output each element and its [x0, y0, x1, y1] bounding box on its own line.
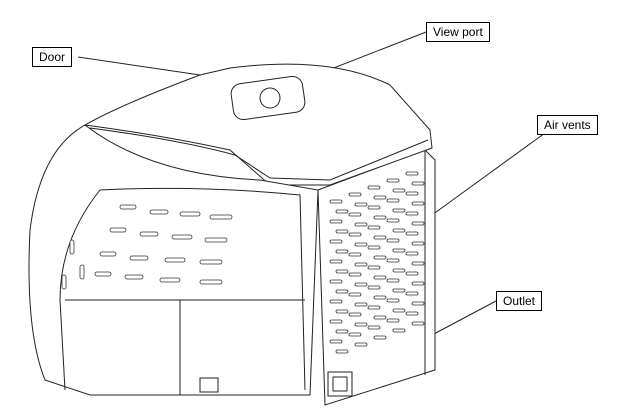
- vent-slot: [411, 261, 425, 266]
- vent-slot: [329, 339, 343, 344]
- vent-slot: [411, 321, 425, 326]
- air-vents-callout-label: Air vents: [537, 115, 598, 135]
- vent-slot: [367, 225, 381, 230]
- vent-slot: [386, 278, 400, 283]
- vent-slot: [411, 241, 425, 246]
- vent-slot: [386, 238, 400, 243]
- vent-slot: [405, 231, 419, 236]
- vent-slot: [367, 285, 381, 290]
- vent-slot: [373, 295, 387, 300]
- vent-slot: [392, 288, 406, 293]
- vent-slot: [348, 332, 362, 337]
- vent-slot: [335, 269, 349, 274]
- side-air-vent-grid: [329, 171, 425, 354]
- vent-slot: [354, 222, 368, 227]
- vent-slot: [392, 268, 406, 273]
- vent-slot: [335, 309, 349, 314]
- vent-slot: [392, 228, 406, 233]
- vent-slot: [392, 248, 406, 253]
- vent-slot: [354, 282, 368, 287]
- vent-slot: [373, 315, 387, 320]
- vent-slot: [354, 202, 368, 207]
- vent-slot: [405, 291, 419, 296]
- vent-slot: [348, 252, 362, 257]
- vent-slot: [348, 212, 362, 217]
- vent-slot: [386, 258, 400, 263]
- vent-slot: [329, 319, 343, 324]
- vent-slot: [373, 275, 387, 280]
- vent-slot: [392, 308, 406, 313]
- vent-slot: [386, 218, 400, 223]
- vent-slot: [329, 279, 343, 284]
- air-vents-leader-line: [431, 132, 546, 216]
- vent-slot: [386, 178, 400, 183]
- vent-slot: [348, 292, 362, 297]
- vent-slot: [411, 181, 425, 186]
- vent-slot: [367, 185, 381, 190]
- vent-slot: [373, 235, 387, 240]
- vent-slot: [348, 272, 362, 277]
- vent-slot: [354, 242, 368, 247]
- vent-slot: [335, 229, 349, 234]
- vent-slot: [329, 239, 343, 244]
- vent-slot: [335, 249, 349, 254]
- vent-slot: [354, 262, 368, 267]
- vent-slot: [354, 302, 368, 307]
- vent-slot: [405, 191, 419, 196]
- vent-slot: [392, 328, 406, 333]
- vent-slot: [354, 322, 368, 327]
- power-outlet-socket: [327, 371, 353, 397]
- vent-slot: [386, 318, 400, 323]
- vent-slot: [373, 335, 387, 340]
- vent-slot: [335, 289, 349, 294]
- vent-slot: [367, 325, 381, 330]
- vent-slot: [392, 188, 406, 193]
- vent-slot: [354, 342, 368, 347]
- door-leader-line: [77, 56, 201, 76]
- vent-slot: [411, 221, 425, 226]
- vent-slot: [405, 171, 419, 176]
- vent-slot: [392, 208, 406, 213]
- door-callout-label: Door: [32, 47, 73, 67]
- vent-slot: [367, 305, 381, 310]
- view-port-callout-label: View port: [426, 22, 490, 42]
- vent-slot: [405, 211, 419, 216]
- vent-slot: [373, 255, 387, 260]
- vent-slot: [373, 195, 387, 200]
- vent-slot: [405, 311, 419, 316]
- view-port-window: [230, 75, 306, 121]
- outlet-callout-label: Outlet: [496, 291, 543, 311]
- vent-slot: [411, 301, 425, 306]
- vent-slot: [348, 312, 362, 317]
- vent-slot: [367, 245, 381, 250]
- vent-slot: [405, 251, 419, 256]
- door-vent-slots: [61, 204, 233, 290]
- vent-slot: [335, 349, 349, 354]
- vent-slot: [329, 259, 343, 264]
- vent-slot: [335, 209, 349, 214]
- vent-slot: [329, 299, 343, 304]
- vent-slot: [386, 298, 400, 303]
- vent-slot: [367, 265, 381, 270]
- vent-slot: [329, 219, 343, 224]
- vent-slot: [335, 329, 349, 334]
- vent-slot: [405, 271, 419, 276]
- vent-slot: [367, 205, 381, 210]
- power-switch: [199, 377, 219, 393]
- top-lid: [83, 63, 433, 186]
- vent-slot: [411, 201, 425, 206]
- vent-slot: [348, 192, 362, 197]
- vent-slot: [373, 215, 387, 220]
- vent-slot: [348, 232, 362, 237]
- vent-slot: [386, 198, 400, 203]
- vent-slot: [329, 199, 343, 204]
- vent-slot: [411, 281, 425, 286]
